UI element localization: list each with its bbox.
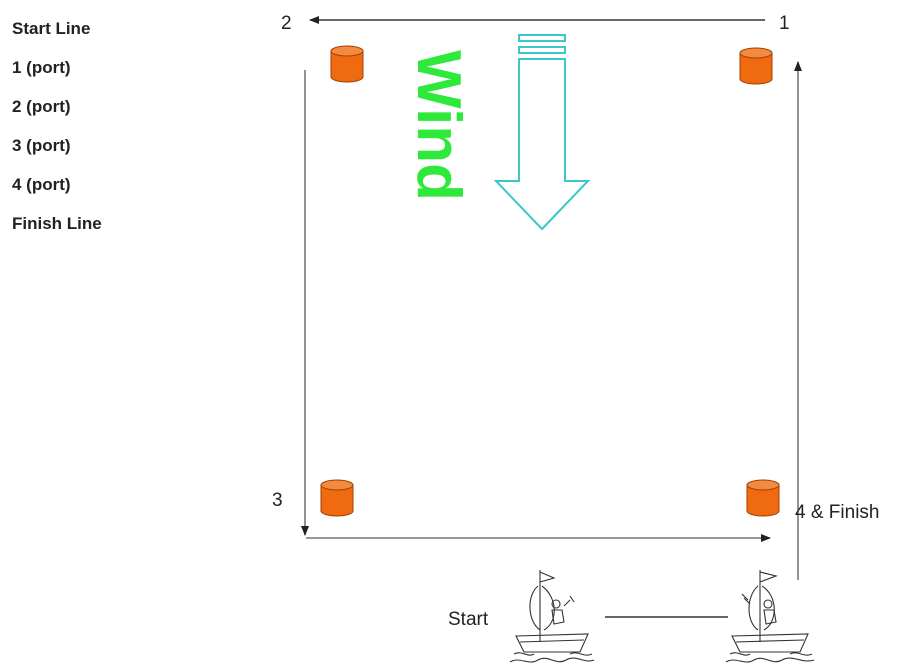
start-boat-right [725, 570, 815, 663]
buoy-mark-3 [320, 479, 354, 517]
mark-2-label: 2 [281, 13, 292, 34]
down-arrow-icon [493, 34, 591, 231]
buoy-mark-4 [746, 479, 780, 517]
buoy-mark-1 [739, 47, 773, 85]
buoy-icon [739, 47, 773, 85]
legend-item-1-port: 1 (port) [12, 58, 71, 77]
legend-item-4-port: 4 (port) [12, 175, 71, 194]
legend-item-finish-line: Finish Line [12, 214, 102, 233]
start-boat-left [509, 570, 595, 663]
buoy-icon [746, 479, 780, 517]
wind-direction-arrow [493, 34, 591, 231]
sailing-boat-icon [725, 570, 815, 663]
buoy-icon [330, 45, 364, 83]
course-legend: Start Line 1 (port) 2 (port) 3 (port) 4 … [12, 18, 102, 252]
mark-4-finish-label: 4 & Finish [795, 502, 879, 523]
legend-item-start-line: Start Line [12, 19, 91, 38]
sailing-boat-icon [509, 570, 595, 663]
wind-label: Wind [404, 50, 473, 201]
mark-3-label: 3 [272, 490, 283, 511]
mark-1-label: 1 [779, 13, 790, 34]
legend-item-2-port: 2 (port) [12, 97, 71, 116]
buoy-icon [320, 479, 354, 517]
start-label: Start [448, 609, 489, 630]
buoy-mark-2 [330, 45, 364, 83]
legend-item-3-port: 3 (port) [12, 136, 71, 155]
